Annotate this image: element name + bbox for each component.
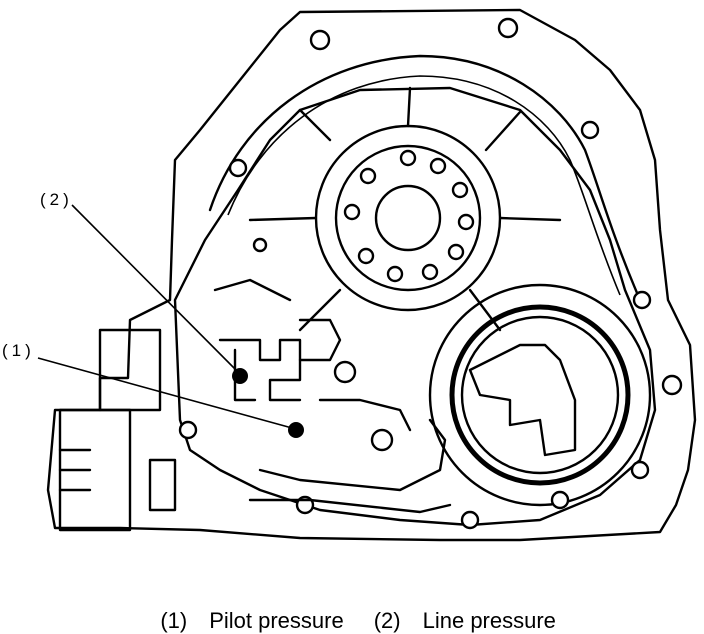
pilot-pressure-port (288, 422, 304, 438)
lower-bore-shaft (468, 343, 577, 457)
caption-1-number: (1) (160, 608, 188, 633)
callout-1-leader (37, 357, 293, 429)
caption: (1) Pilot pressure (2) Line pressure (0, 582, 704, 634)
upper-bolt-circle (343, 149, 475, 283)
upper-flange-inner (227, 75, 621, 296)
line-pressure-port (232, 368, 248, 384)
oil-passages (213, 278, 452, 514)
upper-bore-center (374, 184, 442, 252)
case-outline (46, 8, 697, 542)
callout-1-label: (1) (2, 341, 35, 360)
lower-bore-outer (428, 283, 652, 507)
upper-ribs (248, 86, 562, 332)
upper-bore-ring (334, 144, 482, 292)
perimeter-bolt-holes (178, 17, 683, 530)
transmission-case-diagram: (2) (1) (2, 8, 697, 542)
lower-bore-inner (460, 315, 620, 475)
upper-flange (208, 54, 642, 302)
caption-1-text: Pilot pressure (209, 608, 344, 633)
callout-2-label: (2) (40, 190, 73, 209)
lower-bore-ring (449, 304, 631, 486)
caption-2-text: Line pressure (422, 608, 556, 633)
callout-2-leader (71, 204, 239, 373)
caption-2-number: (2) (373, 608, 401, 633)
side-mount-block (58, 328, 177, 532)
